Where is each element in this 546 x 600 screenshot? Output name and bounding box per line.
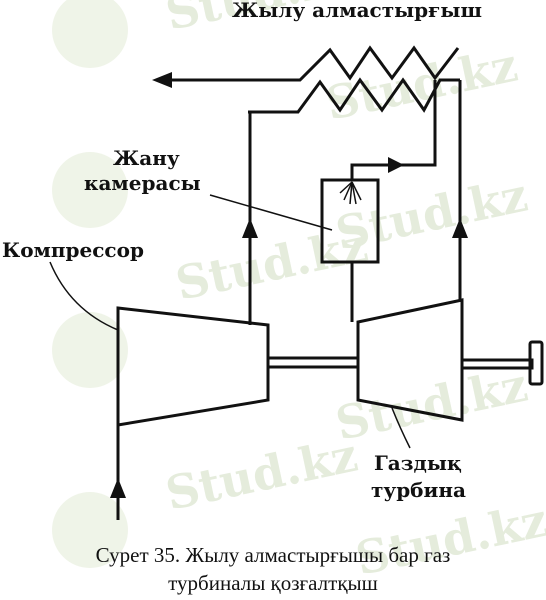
- combustion-chamber-label-line2: камерасы: [84, 171, 201, 195]
- heat-exchanger-coil-bottom: [248, 77, 460, 114]
- figure-caption-line2: турбиналы қозғалтқыш: [168, 571, 378, 595]
- figure-caption-line1: Сурет 35. Жылу алмастырғышы бар газ: [96, 543, 451, 567]
- turbine-exhaust-pipe: [452, 80, 468, 300]
- compressor: [110, 306, 270, 520]
- heated-air-pipe: [350, 80, 437, 180]
- heat-exchanger-coil-top: [158, 45, 460, 82]
- air-inlet-arrow-icon: [110, 478, 126, 498]
- combustion-chamber: [320, 178, 380, 322]
- combustion-chamber-label-line1: Жану: [113, 146, 180, 170]
- heated-air-arrow-icon: [388, 157, 404, 173]
- heat-exchanger: [152, 45, 460, 114]
- heat-exchanger-label: Жылу алмастырғыш: [232, 0, 482, 22]
- combustion-leader: [209, 194, 333, 231]
- watermark-text: Stud.kz: [331, 168, 532, 261]
- watermark-text: Stud.kz: [331, 358, 532, 451]
- air-flow-arrow-icon: [242, 218, 258, 238]
- fuel-nozzle-icon: [339, 181, 362, 205]
- compressor-leader: [49, 261, 119, 331]
- exhaust-flow-arrow-icon: [452, 218, 468, 238]
- hummingbird-logo: [52, 0, 128, 568]
- turbine-label-line1: Газдық: [374, 451, 462, 475]
- exhaust-arrow-icon: [152, 72, 172, 88]
- turbine-label-line2: турбина: [371, 478, 466, 502]
- turbine-leader: [391, 407, 411, 449]
- leader-lines: [49, 194, 411, 449]
- output-coupling: [528, 340, 544, 386]
- watermark-text: Stud.kz: [351, 493, 546, 586]
- compressed-air-pipe: [242, 112, 258, 325]
- gas-turbine: [356, 298, 464, 422]
- watermark-layer: Stud.kz Stud.kz Stud.kz Stud.kz Stud.kz …: [52, 0, 546, 586]
- watermark-text: Stud.kz: [321, 38, 522, 131]
- compressor-label: Компрессор: [2, 238, 144, 262]
- watermark-text: Stud.kz: [161, 428, 362, 521]
